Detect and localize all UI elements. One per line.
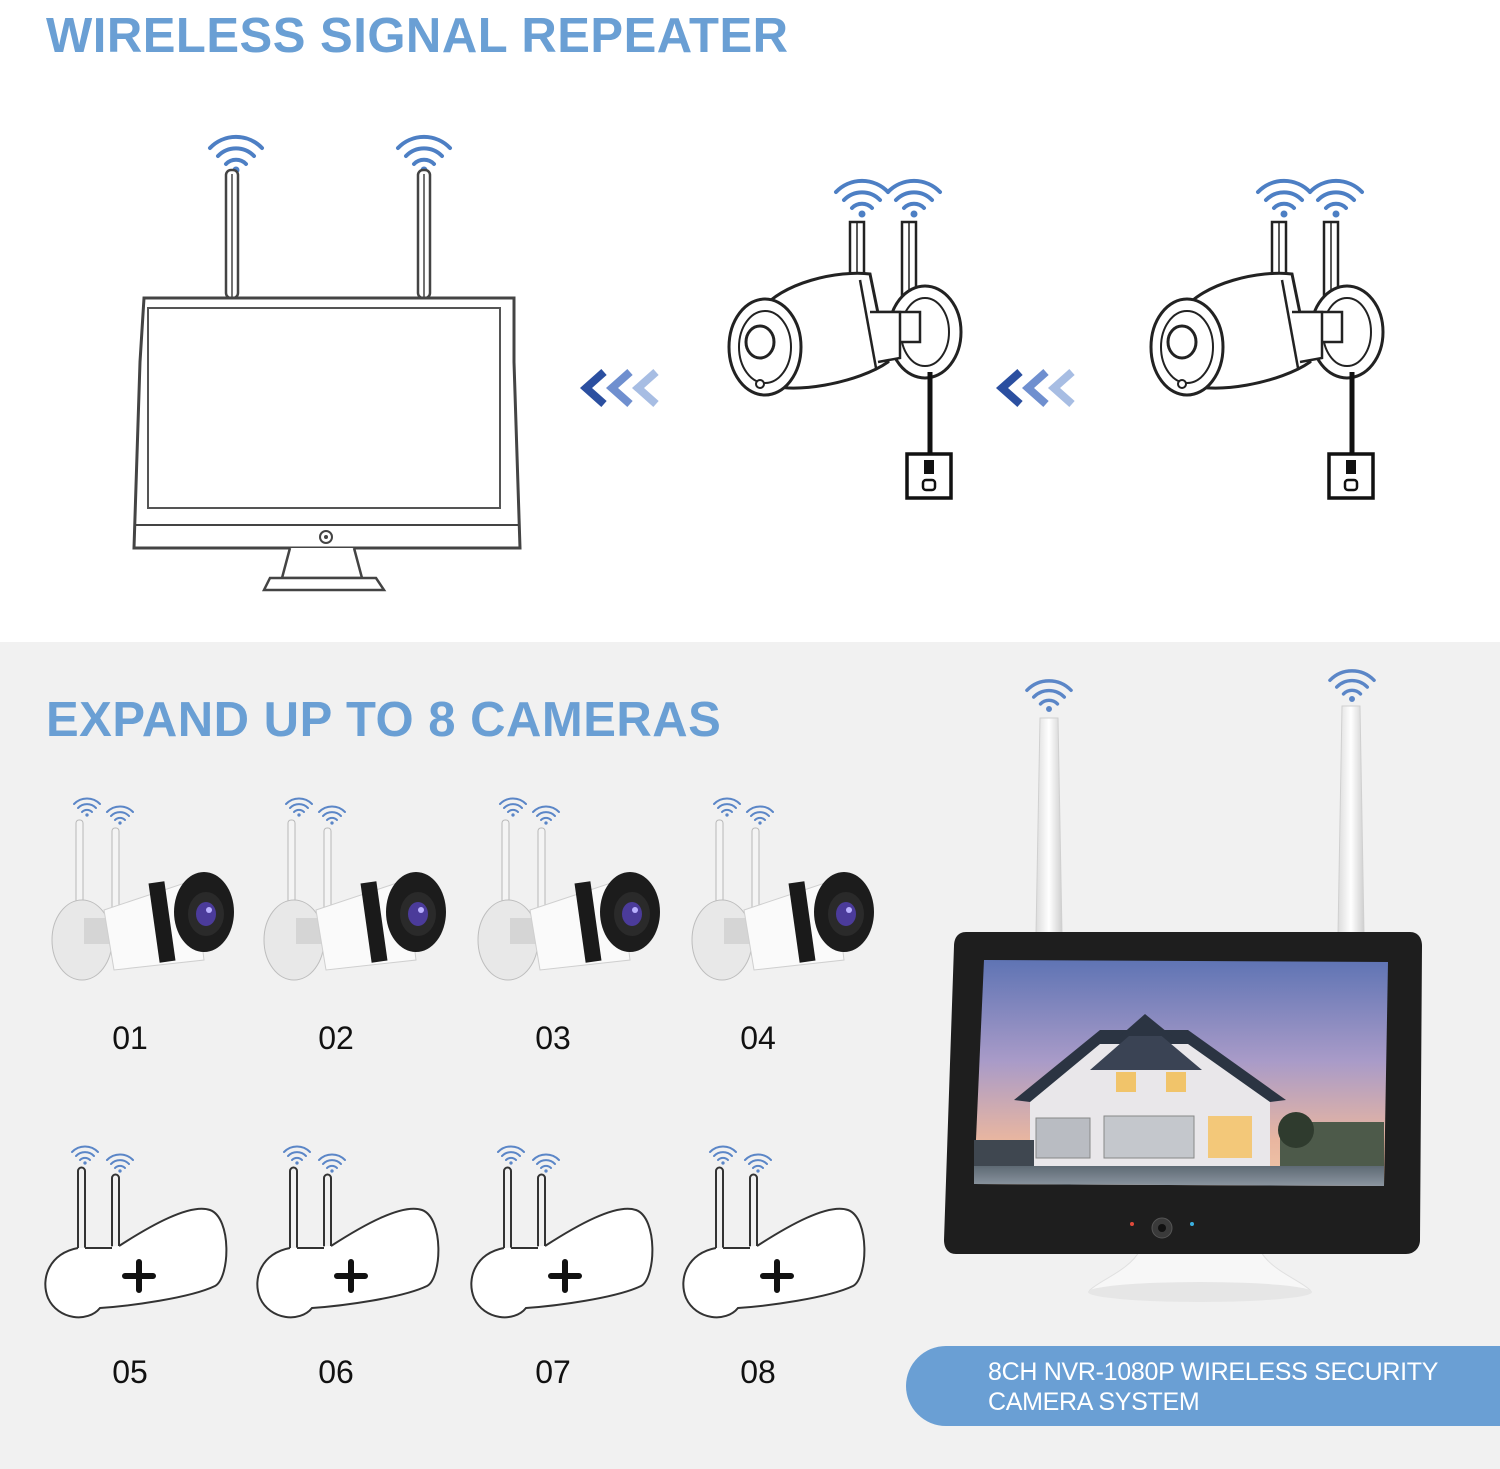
wifi-icon <box>1256 178 1312 219</box>
add-camera-slot-06 <box>252 1145 452 1338</box>
camera-04 <box>691 797 875 981</box>
repeater-camera-2 <box>1142 178 1402 580</box>
camera-label: 05 <box>112 1354 148 1390</box>
camera-label: 01 <box>112 1020 148 1056</box>
repeater-camera-1 <box>720 178 980 580</box>
wifi-icon <box>396 134 452 175</box>
add-camera-slot-07 <box>466 1145 666 1338</box>
product-banner: 8CH NVR-1080P WIRELESS SECURITY CAMERA S… <box>906 1346 1500 1426</box>
camera-01 <box>51 797 235 981</box>
camera-label: 02 <box>318 1020 354 1056</box>
section-title-expand: EXPAND UP TO 8 CAMERAS <box>46 693 722 747</box>
product-banner-text: 8CH NVR-1080P WIRELESS SECURITY CAMERA S… <box>988 1357 1488 1417</box>
camera-label: 06 <box>318 1354 354 1390</box>
banner-line-1: 8CH NVR-1080P WIRELESS SECURITY <box>988 1358 1439 1386</box>
wifi-icon <box>1308 178 1364 219</box>
signal-arrow-icon <box>579 369 659 407</box>
signal-arrow-icon <box>995 369 1075 407</box>
add-camera-slot-08 <box>678 1145 878 1338</box>
nvr-monitor-outline <box>132 134 522 592</box>
section-title-repeater: WIRELESS SIGNAL REPEATER <box>46 9 789 63</box>
camera-label: 08 <box>740 1354 776 1390</box>
wifi-icon <box>208 134 264 175</box>
wifi-icon <box>1025 679 1073 714</box>
banner-line-2: CAMERA SYSTEM <box>988 1388 1200 1416</box>
wireless-repeater-section: WIRELESS SIGNAL REPEATER <box>0 0 1500 642</box>
camera-label: 04 <box>740 1020 776 1056</box>
wifi-icon <box>834 178 890 219</box>
camera-label: 03 <box>535 1020 571 1056</box>
camera-label: 07 <box>535 1354 571 1390</box>
wifi-icon <box>1328 669 1376 704</box>
camera-03 <box>477 797 661 981</box>
wifi-icon <box>886 178 942 219</box>
camera-02 <box>263 797 447 981</box>
nvr-monitor-product <box>944 669 1422 1302</box>
add-camera-slot-05 <box>40 1145 240 1338</box>
